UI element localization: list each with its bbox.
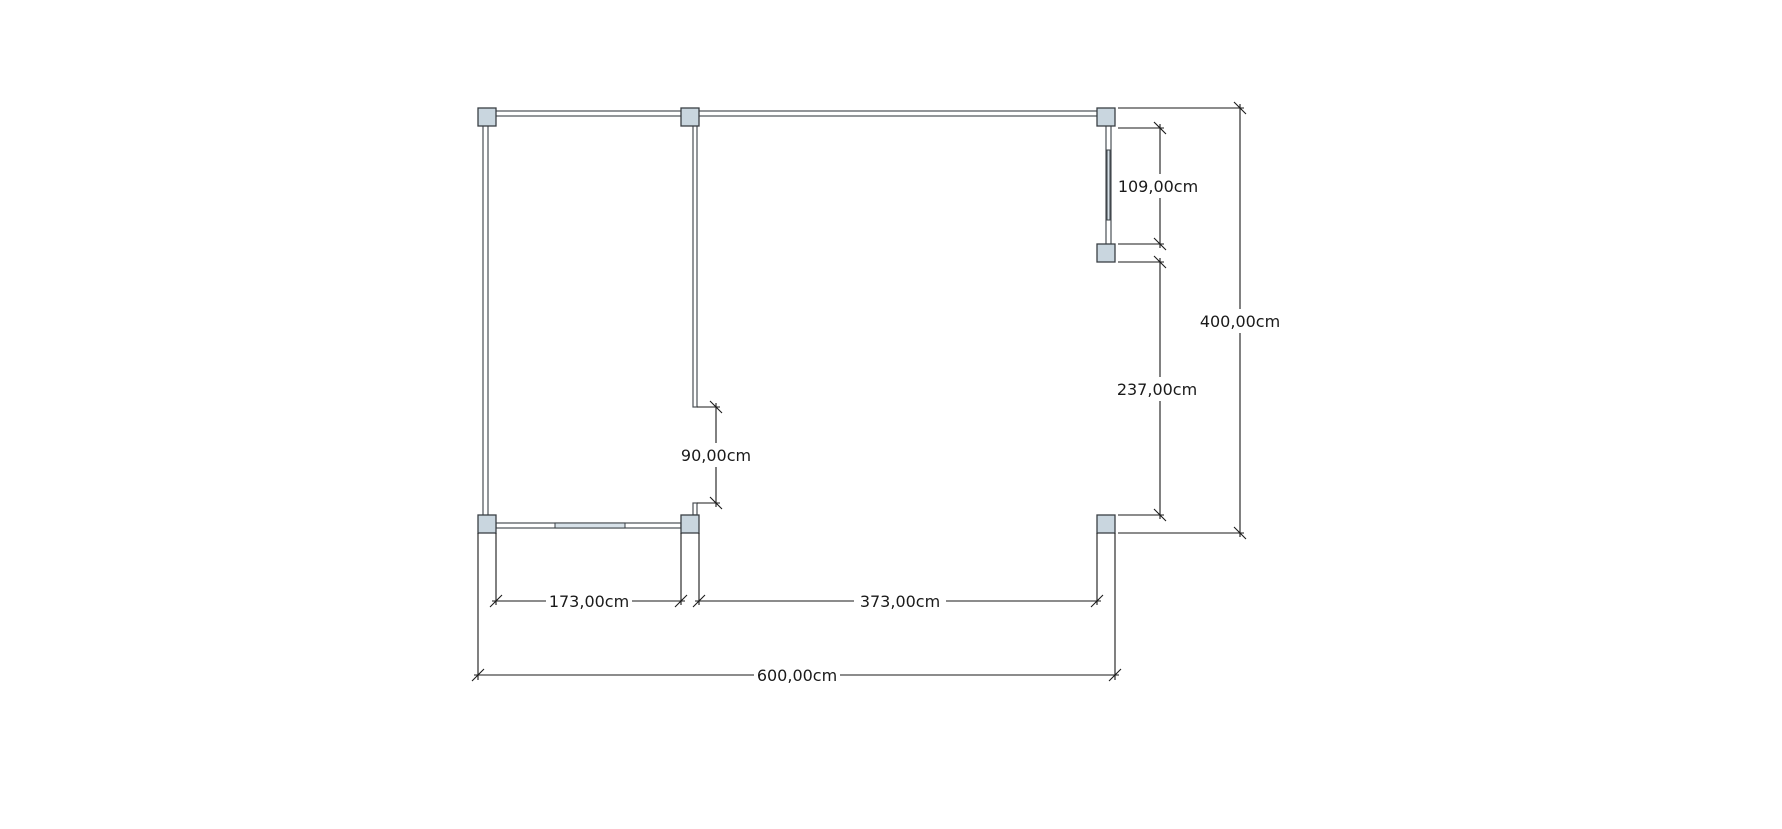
dimension-overall-width: 600,00cm: [471, 533, 1122, 687]
dim-label-bottom-right-span: 373,00cm: [860, 592, 940, 611]
dimension-overall-depth: 400,00cm: [1118, 101, 1284, 540]
dim-label-right-wall-lower: 237,00cm: [1117, 380, 1197, 399]
dim-label-bottom-left-span: 173,00cm: [549, 592, 629, 611]
dim-label-overall-width: 600,00cm: [757, 666, 837, 685]
dimension-door-gap: 90,00cm: [676, 400, 756, 510]
window-right: [1106, 149, 1111, 221]
dim-label-overall-depth: 400,00cm: [1200, 312, 1280, 331]
posts: [477, 107, 1116, 534]
wall-left: [482, 116, 489, 525]
dimension-right-wall-lower: 237,00cm: [1112, 255, 1202, 522]
dimension-top-right-opening: 109,00cm: [1114, 121, 1202, 251]
post-top-middle: [680, 107, 700, 127]
walls: [482, 110, 1112, 529]
dimension-bottom-right-span: 373,00cm: [692, 533, 1104, 613]
dimension-bottom-left-span: 173,00cm: [489, 533, 688, 613]
post-top-right: [1096, 107, 1116, 127]
post-bottom-right: [1096, 514, 1116, 534]
post-bottom-left: [477, 514, 497, 534]
dim-label-top-right-opening: 109,00cm: [1118, 177, 1198, 196]
post-right-middle: [1096, 243, 1116, 263]
wall-partition: [692, 120, 698, 408]
wall-partition-stub: [692, 502, 698, 516]
post-top-left: [477, 107, 497, 127]
wall-top: [490, 110, 1106, 117]
window-bottom: [554, 522, 626, 529]
dim-label-door-gap: 90,00cm: [681, 446, 751, 465]
post-bottom-middle: [680, 514, 700, 534]
